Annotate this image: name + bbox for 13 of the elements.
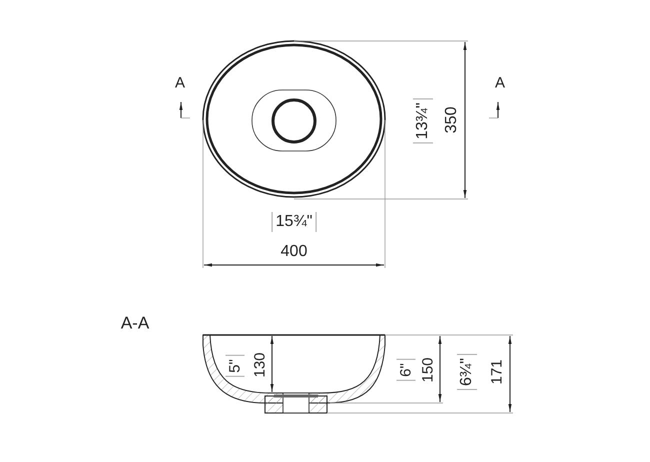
dimension-label: 6¾" <box>457 354 477 390</box>
dimension-label: 150 <box>420 357 436 383</box>
dimension-label: 350 <box>444 106 460 134</box>
section-marker: A <box>175 76 185 90</box>
dimension-label: 13¾" <box>413 98 433 144</box>
section-marker: A <box>495 76 505 90</box>
dimension-label: 6" <box>396 359 416 381</box>
dimension-label: 130 <box>252 352 268 378</box>
dimension-label: 171 <box>490 359 504 385</box>
dimension-label: 5" <box>226 355 244 377</box>
dimension-label: 15¾" <box>272 212 316 232</box>
section-title: A-A <box>120 314 150 332</box>
dimension-label: 400 <box>280 244 308 260</box>
